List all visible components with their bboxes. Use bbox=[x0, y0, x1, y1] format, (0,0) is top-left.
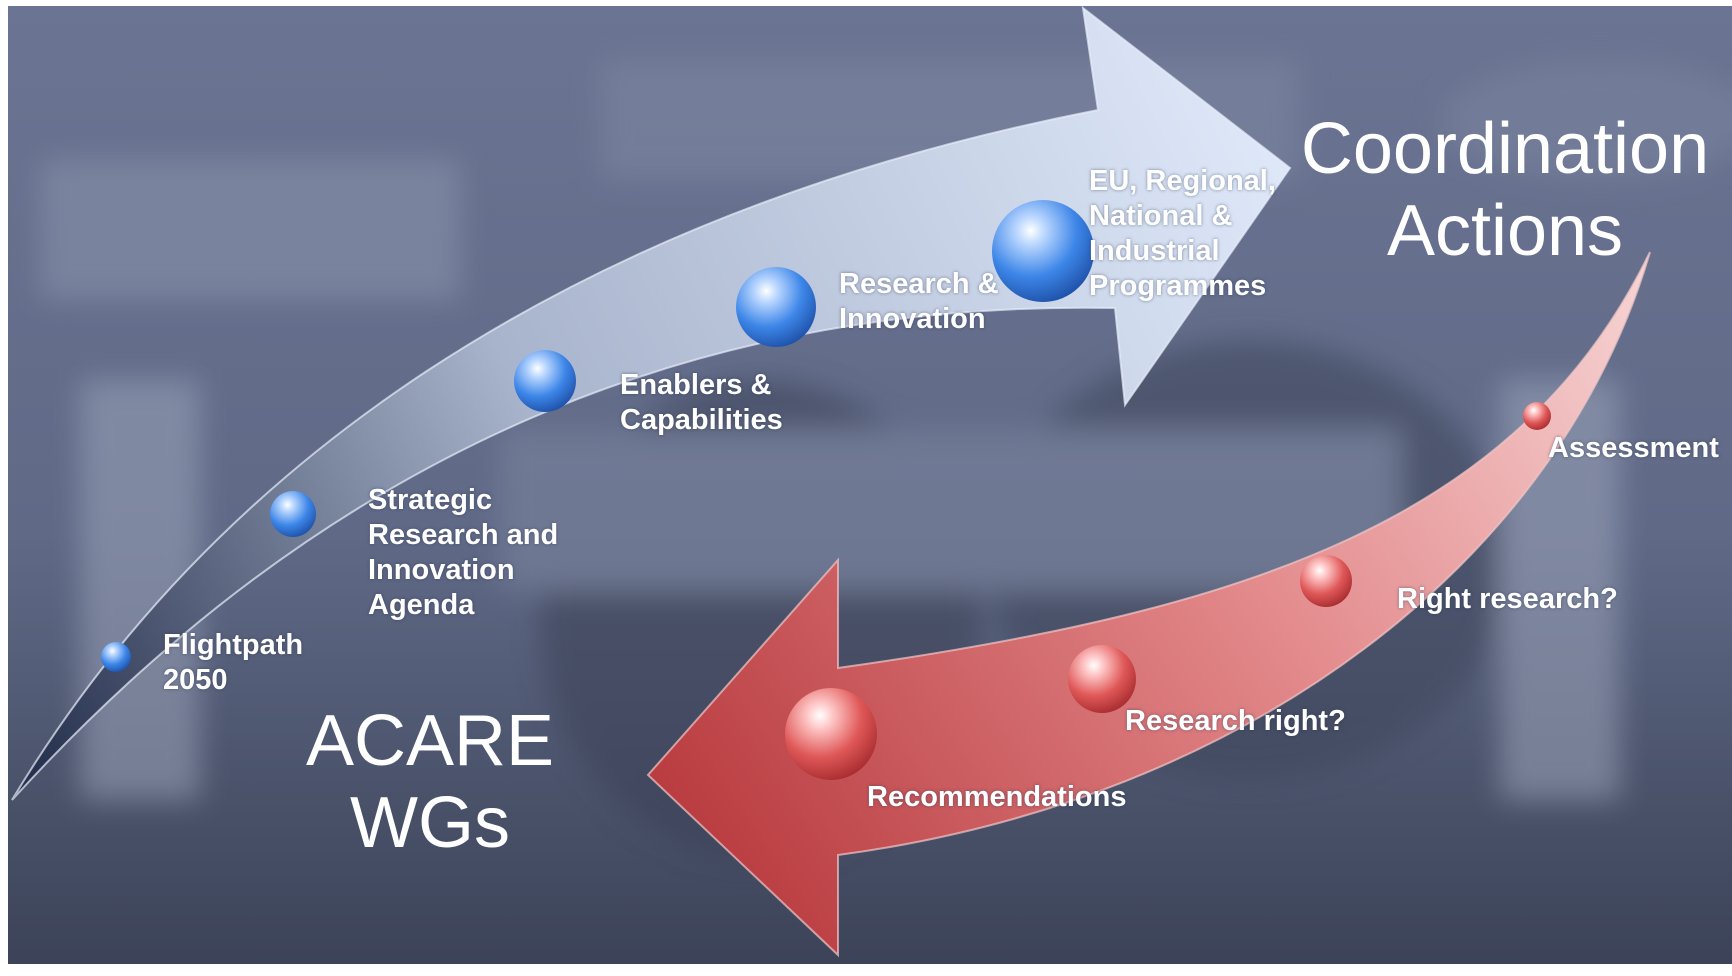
forward-bubbles bbox=[101, 200, 1094, 672]
bubble-strategic-agenda bbox=[270, 491, 316, 537]
bubble-assessment bbox=[1523, 402, 1551, 430]
step-label-flightpath: Flightpath 2050 bbox=[163, 629, 304, 696]
step-label-recommendations: Recommendations bbox=[867, 781, 1127, 813]
step-label-research-right: Research right? bbox=[1125, 705, 1346, 737]
step-label-right-research: Right research? bbox=[1397, 583, 1618, 615]
bubble-enablers bbox=[514, 350, 576, 412]
bubble-research-innovation bbox=[736, 267, 816, 347]
bubble-recommendations bbox=[785, 688, 877, 780]
acare-wgs-title: ACARE WGs bbox=[305, 701, 555, 863]
step-label-enablers: Enablers & Capabilities bbox=[620, 369, 783, 436]
return-bubbles bbox=[785, 402, 1551, 780]
step-label-assessment: Assessment bbox=[1548, 432, 1719, 464]
bubble-flightpath bbox=[101, 642, 131, 672]
bubble-research-right bbox=[1068, 645, 1136, 713]
return-arrow bbox=[646, 251, 1651, 958]
bubble-right-research bbox=[1300, 555, 1352, 607]
step-label-research-innovation: Research & Innovation bbox=[839, 268, 999, 335]
bubble-programmes bbox=[992, 200, 1094, 302]
step-label-strategic-agenda: Strategic Research and Innovation Agenda bbox=[368, 484, 559, 621]
step-label-programmes: EU, Regional, National & Industrial Prog… bbox=[1089, 165, 1276, 302]
forward-arrow bbox=[11, 5, 1292, 801]
coordination-actions-title: Coordination Actions bbox=[1300, 109, 1710, 271]
